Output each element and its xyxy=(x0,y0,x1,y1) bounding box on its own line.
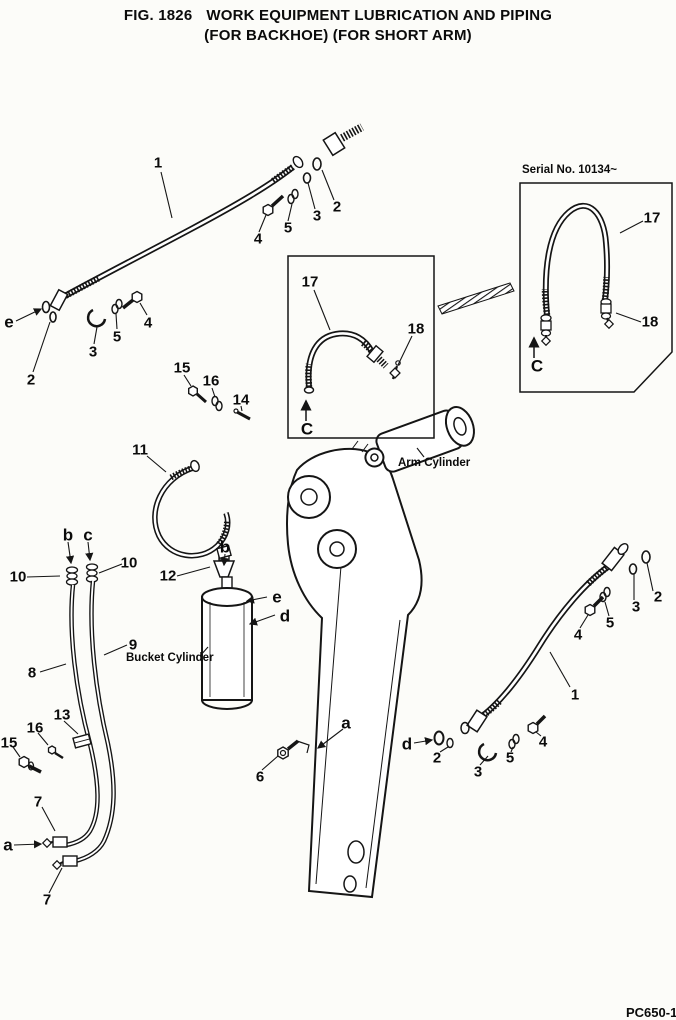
serial-number-note: Serial No. 10134~ xyxy=(522,164,617,176)
arm-cylinder-shape xyxy=(364,406,475,473)
page-code: PC650-1 xyxy=(626,1005,676,1020)
figure-name: WORK EQUIPMENT LUBRICATION AND PIPING xyxy=(206,7,553,24)
callout-46: 5 xyxy=(505,749,515,767)
callout-2: 3 xyxy=(312,207,322,225)
callout-41: 4 xyxy=(573,626,583,644)
callout-14: 17 xyxy=(301,273,319,291)
callout-7: 3 xyxy=(88,343,98,361)
callout-12: 14 xyxy=(232,391,250,409)
left-end-fasteners xyxy=(41,290,143,328)
top-connector-parts xyxy=(262,123,364,217)
upper-left-hose xyxy=(49,155,304,312)
callout-20: 12 xyxy=(159,567,177,585)
bucket-cylinder-label: Bucket Cylinder xyxy=(126,652,214,664)
callout-31: 16 xyxy=(26,719,44,737)
figure-title-line2: (FOR BACKHOE) (FOR SHORT ARM) xyxy=(204,26,472,44)
mid-inset-box xyxy=(287,255,435,439)
callout-44: 2 xyxy=(432,749,442,767)
callout-18: 18 xyxy=(641,313,659,331)
leader-lines xyxy=(12,169,654,894)
callout-16: C xyxy=(300,419,314,439)
callout-9: 4 xyxy=(143,314,153,332)
callout-11: 16 xyxy=(202,372,220,390)
callout-47: 4 xyxy=(538,733,548,751)
callout-15: 18 xyxy=(407,320,425,338)
callout-26: 10 xyxy=(9,568,27,586)
figure-number: FIG. 1826 xyxy=(123,7,193,24)
callout-45: 3 xyxy=(473,763,483,781)
serial-connector-band xyxy=(437,282,515,315)
callout-19: C xyxy=(530,356,544,376)
callout-42: 1 xyxy=(570,686,580,704)
right-fasteners xyxy=(433,550,651,762)
callout-40: 5 xyxy=(605,614,615,632)
callout-22: e xyxy=(272,587,282,607)
callout-28: 9 xyxy=(128,636,138,654)
figure-title: FIG. 1826 WORK EQUIPMENT LUBRICATION AND … xyxy=(0,6,676,45)
bucket-cylinder-shape xyxy=(201,552,253,710)
callout-21: b xyxy=(219,537,231,557)
callout-13: 11 xyxy=(132,441,148,459)
callout-25: c xyxy=(83,525,93,545)
callout-24: b xyxy=(62,525,74,545)
callout-27: 10 xyxy=(120,554,138,572)
figure-title-line1: FIG. 1826 WORK EQUIPMENT LUBRICATION AND … xyxy=(0,6,676,26)
callout-6: 2 xyxy=(26,371,36,389)
arm-cylinder-label: Arm Cylinder xyxy=(398,457,471,469)
boom-arm-shape xyxy=(286,440,423,899)
callout-34: a xyxy=(3,835,13,855)
callout-38: 2 xyxy=(653,588,663,606)
callout-8: 5 xyxy=(112,328,122,346)
callout-29: 8 xyxy=(27,664,37,682)
callout-33: 7 xyxy=(33,793,43,811)
callout-32: 15 xyxy=(0,734,18,752)
callout-43: d xyxy=(401,734,413,754)
callout-30: 13 xyxy=(53,706,71,724)
right-inset-box xyxy=(519,182,673,393)
grease-hose-11 xyxy=(152,459,232,560)
callout-36: 6 xyxy=(255,768,265,786)
callout-39: 3 xyxy=(631,598,641,616)
callout-4: 5 xyxy=(283,219,293,237)
callout-37: a xyxy=(341,713,351,733)
callout-3: 4 xyxy=(253,230,263,248)
callout-35: 7 xyxy=(42,891,52,909)
callout-17: 17 xyxy=(643,209,661,227)
callout-5: e xyxy=(4,312,14,332)
callout-23: d xyxy=(279,606,291,626)
grease-nipple-18-mid xyxy=(389,360,401,380)
callout-10: 15 xyxy=(173,359,191,377)
mid-fasteners-14-15-16 xyxy=(187,385,251,421)
callout-0: 1 xyxy=(153,154,163,172)
bolt-6-parts xyxy=(277,739,310,760)
callout-1: 2 xyxy=(332,198,342,216)
right-lower-hose xyxy=(460,542,629,735)
left-grease-tubes xyxy=(18,563,116,871)
